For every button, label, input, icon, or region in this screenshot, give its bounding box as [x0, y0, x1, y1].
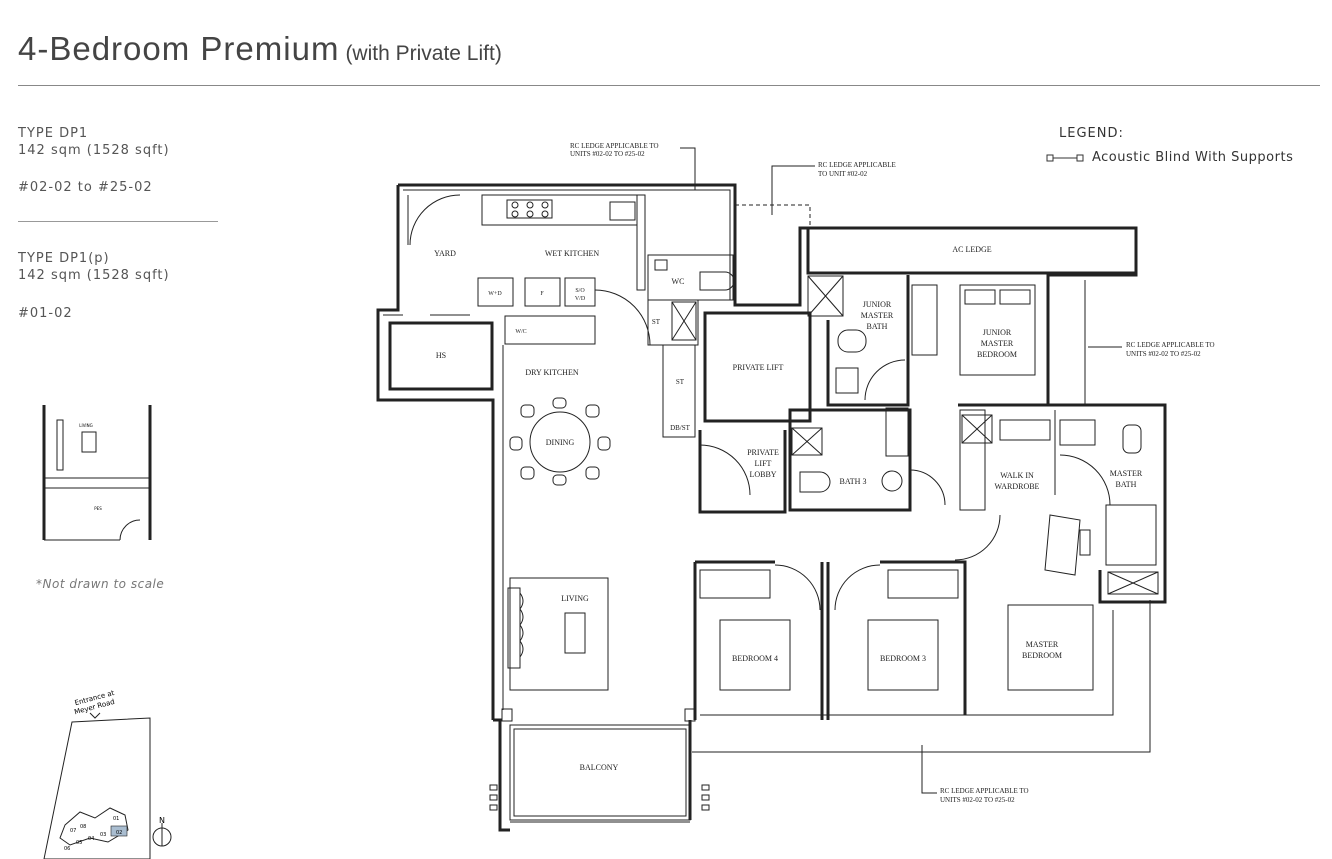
dry-kitchen-label: DRY KITCHEN — [525, 368, 578, 377]
bedroom3-bed — [867, 619, 939, 691]
lift-lobby-line3: LOBBY — [749, 470, 776, 479]
unit-type-label: TYPE DP1 — [18, 126, 89, 141]
unit-type-dp1: TYPE DP1 142 sqm (1528 sqft) — [18, 125, 170, 159]
bath3-label: BATH 3 — [840, 477, 867, 486]
living-label: LIVING — [561, 594, 589, 603]
unit-type-label: TYPE DP1(p) — [18, 251, 110, 266]
ann-top-left-1: RC LEDGE APPLICABLE TO — [570, 142, 659, 150]
wet-kitchen-area: YARD WET KITCHEN W+D F S/O V/D W/C — [407, 194, 651, 346]
so-label: S/O — [575, 288, 585, 294]
jmbed-line3: BEDROOM — [977, 350, 1017, 359]
master-bed-line2: BEDROOM — [1022, 651, 1062, 660]
bedroom3-label: BEDROOM 3 — [880, 654, 926, 663]
site-block-06: 06 — [64, 846, 70, 852]
master-bath-line1: MASTER — [1110, 469, 1143, 478]
ann-right-2: UNITS #02-02 TO #25-02 — [1126, 350, 1201, 358]
lift-lobby-line1: PRIVATE — [747, 448, 779, 457]
wiw-line2: WARDROBE — [995, 482, 1040, 491]
db-store-label: DB/ST — [670, 424, 691, 432]
store-label-2: ST — [676, 378, 685, 386]
master-bed — [1007, 604, 1094, 691]
unit-type-dp1p: TYPE DP1(p) 142 sqm (1528 sqft) — [18, 250, 170, 284]
bedroom4-bed — [719, 619, 791, 691]
ann-right-1: RC LEDGE APPLICABLE TO — [1126, 341, 1215, 349]
jmbed-line1: JUNIOR — [983, 328, 1012, 337]
unit-area: 142 sqm (1528 sqft) — [18, 143, 170, 158]
vd-label: V/D — [575, 296, 586, 302]
title-main: 4-Bedroom Premium — [18, 30, 340, 67]
site-block-08: 08 — [80, 824, 86, 830]
master-suite: WALK IN WARDROBE MASTER BATH MASTER BEDR… — [954, 409, 1159, 691]
ann-bottom-1: RC LEDGE APPLICABLE TO — [940, 787, 1029, 795]
living-rug — [509, 577, 609, 691]
fridge-label: F — [540, 291, 544, 297]
store-label-1: ST — [652, 318, 661, 326]
ac-ledge-label: AC LEDGE — [952, 245, 991, 254]
balcony-label: BALCONY — [580, 763, 619, 772]
hs-label: HS — [436, 351, 446, 360]
page-title: 4-Bedroom Premium(with Private Lift) — [18, 30, 502, 68]
lift-lobby-line2: LIFT — [755, 459, 772, 468]
site-block-04: 04 — [88, 836, 94, 842]
site-block-02: 02 — [116, 830, 122, 836]
ac-ledge — [806, 226, 1138, 275]
legend-item: Acoustic Blind With Supports — [1046, 150, 1293, 165]
outer-walls — [376, 183, 1167, 832]
ledge-annotations: RC LEDGE APPLICABLE TO UNITS #02-02 TO #… — [570, 142, 1215, 804]
wet-kitchen-label: WET KITCHEN — [545, 249, 600, 258]
master-bed-line1: MASTER — [1026, 640, 1059, 649]
bedrooms: BEDROOM 4 BEDROOM 3 — [693, 560, 967, 720]
jmbed-line2: MASTER — [981, 339, 1014, 348]
ann-top-right-2: TO UNIT #02-02 — [818, 170, 868, 178]
ann-top-left-2: UNITS #02-02 TO #25-02 — [570, 150, 645, 158]
private-lift-label: PRIVATE LIFT — [733, 363, 784, 372]
jmb-line2: MASTER — [861, 311, 894, 320]
wc-store-area: WC ST ST DB/ST — [647, 254, 735, 438]
dining-table — [529, 411, 591, 473]
living-dining-area: DRY KITCHEN DINING LIVING — [502, 345, 611, 710]
unit-area: 142 sqm (1528 sqft) — [18, 268, 170, 283]
wc-label: WC — [672, 277, 685, 286]
wd-label: W+D — [488, 291, 502, 297]
wc-small-label: W/C — [515, 329, 526, 335]
unit-range-dp1: #02-02 to #25-02 — [18, 180, 153, 195]
wiw-line1: WALK IN — [1000, 471, 1034, 480]
site-plan: Entrance at Meyer Road 07 08 01 02 03 04… — [43, 689, 172, 859]
jmb-line1: JUNIOR — [863, 300, 892, 309]
unit-highlight — [110, 825, 128, 837]
title-subtitle: (with Private Lift) — [345, 42, 502, 65]
junior-master-suite: AC LEDGE JUNIOR MASTER BATH JUNIOR MASTE… — [806, 226, 1138, 407]
legend-item-label: Acoustic Blind With Supports — [1092, 150, 1294, 165]
household-shelter: HS — [388, 314, 494, 391]
site-block-03: 03 — [100, 832, 106, 838]
header-divider — [18, 85, 1320, 86]
private-lift: PRIVATE LIFT PRIVATE LIFT LOBBY — [698, 311, 812, 514]
sofa — [507, 587, 521, 669]
yard-label: YARD — [434, 249, 456, 258]
dashed-ledge — [735, 204, 811, 228]
jmb-line3: BATH — [867, 322, 888, 331]
inset-living-label: LIVING — [79, 423, 92, 428]
site-block-01: 01 — [113, 816, 119, 822]
inset-pes-label: PES — [94, 506, 102, 511]
pes-inset: LIVING PES — [42, 405, 152, 541]
site-block-05: 05 — [76, 840, 82, 846]
bedroom4-label: BEDROOM 4 — [732, 654, 778, 663]
balcony: BALCONY — [489, 708, 710, 821]
bath-3: BATH 3 — [788, 407, 946, 512]
ann-bottom-2: UNITS #02-02 TO #25-02 — [940, 796, 1015, 804]
ann-top-right-1: RC LEDGE APPLICABLE — [818, 161, 896, 169]
acoustic-blind-icon — [1046, 154, 1084, 161]
site-block-07: 07 — [70, 828, 76, 834]
unit-range-dp1p: #01-02 — [18, 306, 73, 321]
side-divider — [18, 221, 218, 222]
dining-label: DINING — [546, 438, 575, 447]
legend-title: LEGEND: — [1059, 126, 1124, 141]
master-bath-line2: BATH — [1116, 480, 1137, 489]
north-label: N — [159, 816, 165, 825]
not-to-scale-note: *Not drawn to scale — [36, 577, 165, 591]
